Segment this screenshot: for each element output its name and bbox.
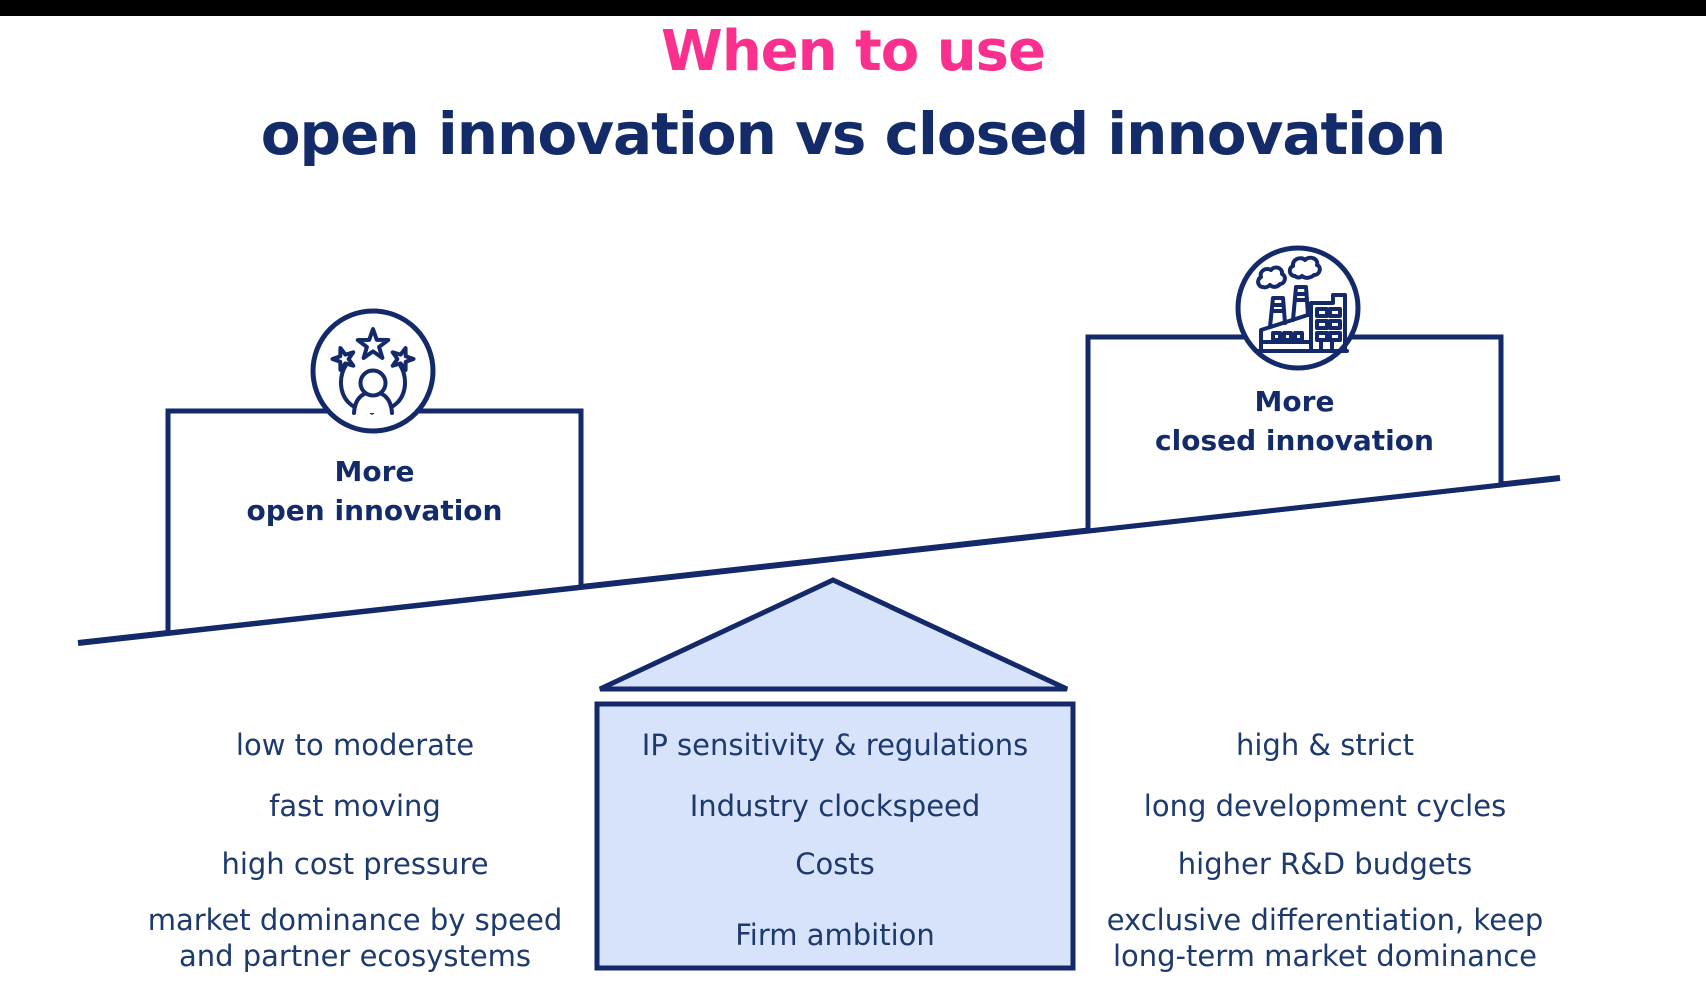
closed-innovation-label: More closed innovation — [1155, 385, 1434, 457]
factory-window — [1282, 331, 1293, 342]
open-column-item: low to moderate — [235, 728, 475, 762]
top-bar — [0, 0, 1706, 16]
factory-window — [1293, 331, 1304, 342]
building-window — [1315, 319, 1329, 330]
person-head — [358, 368, 388, 398]
criteria-item: Firm ambition — [735, 918, 935, 952]
building-window — [1328, 307, 1342, 318]
criteria-item: Costs — [795, 847, 875, 881]
smoke-cloud-left — [1256, 265, 1287, 290]
closed-column-item: higher R&D budgets — [1177, 847, 1473, 881]
chimney-right-bands — [1294, 292, 1309, 302]
factory-icon — [1235, 245, 1361, 371]
page-title: When to use — [661, 19, 1046, 84]
factory-window — [1271, 331, 1282, 342]
criteria-item: IP sensitivity & regulations — [641, 728, 1029, 762]
closed-column-item: long development cycles — [1143, 789, 1507, 823]
closed-innovation-box-shape — [1085, 334, 1504, 534]
criteria-panel-shape — [594, 701, 1076, 971]
open-innovation-box-shape — [165, 408, 584, 636]
person-with-stars-icon — [308, 306, 438, 434]
closed-column-item: exclusive differentiation, keep long-ter… — [1106, 903, 1544, 973]
open-innovation-label: More open innovation — [246, 455, 503, 527]
open-column-item: high cost pressure — [221, 847, 489, 881]
closed-column-item: high & strict — [1235, 728, 1415, 762]
building-window — [1328, 331, 1342, 342]
fulcrum-triangle — [598, 577, 1069, 692]
chimney-left-bands — [1272, 303, 1286, 313]
open-column-item: fast moving — [269, 789, 441, 823]
building-window — [1315, 307, 1329, 318]
building-window — [1328, 319, 1342, 330]
star-icon — [358, 329, 388, 358]
page-subtitle: open innovation vs closed innovation — [260, 100, 1447, 168]
smoke-cloud-right — [1287, 255, 1322, 280]
office-building — [1309, 293, 1347, 353]
open-column-item: market dominance by speed and partner ec… — [147, 903, 563, 973]
criteria-item: Industry clockspeed — [689, 789, 981, 823]
